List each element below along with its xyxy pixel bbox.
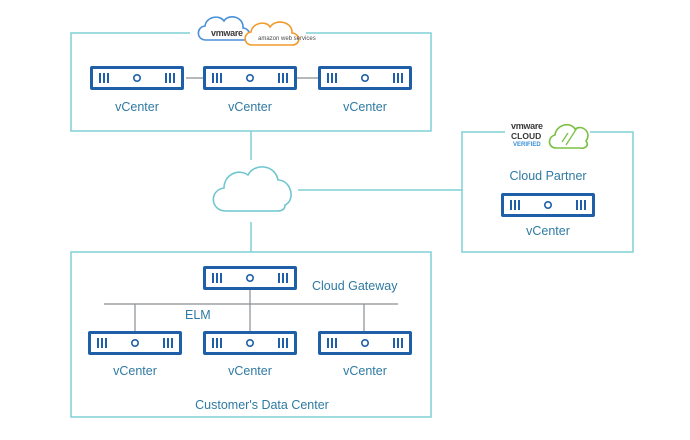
- cloud-gateway-label: Cloud Gateway: [312, 279, 398, 293]
- vmware-cloud-verified-logo: vmware CLOUD VERIFIED: [511, 121, 589, 149]
- vcenter-server-icon: [87, 330, 183, 356]
- datacenter-frame: [70, 251, 432, 418]
- vmware-logo-text: vmware: [211, 28, 243, 38]
- partner-logo-brand: vmware: [511, 121, 543, 131]
- vmware-aws-logo: vmware amazon web services: [197, 16, 316, 46]
- top-vcenter-label: vCenter: [343, 100, 387, 114]
- vcenter-server-icon: [317, 330, 413, 356]
- vcenter-server-icon: [317, 65, 413, 91]
- datacenter-vcenter-label: vCenter: [228, 364, 272, 378]
- partner-title: Cloud Partner: [509, 169, 586, 183]
- datacenter-vcenter-label: vCenter: [343, 364, 387, 378]
- vcenter-server-icon: [202, 65, 298, 91]
- top-vcenter-label: vCenter: [115, 100, 159, 114]
- cloud-gateway-server-icon: [202, 265, 298, 291]
- partner-logo-verified: VERIFIED: [513, 142, 541, 148]
- partner-vcenter-label: vCenter: [526, 224, 570, 238]
- partner-logo-cloud: CLOUD: [511, 131, 541, 141]
- datacenter-title: Customer's Data Center: [195, 398, 329, 412]
- verified-check-icon: [561, 127, 578, 146]
- elm-connector: [104, 290, 398, 331]
- vcenter-server-icon: [89, 65, 185, 91]
- elm-label: ELM: [185, 308, 211, 322]
- partner-frame: [461, 131, 634, 253]
- datacenter-vcenter-label: vCenter: [113, 364, 157, 378]
- top-vcenter-label: vCenter: [228, 100, 272, 114]
- vcenter-server-icon: [500, 192, 596, 218]
- verified-cloud-icon: [548, 123, 589, 149]
- aws-cloud-icon: [244, 21, 300, 46]
- aws-logo-text: amazon web services: [258, 36, 316, 42]
- internet-cloud-icon: [212, 166, 292, 212]
- vcenter-server-icon: [202, 330, 298, 356]
